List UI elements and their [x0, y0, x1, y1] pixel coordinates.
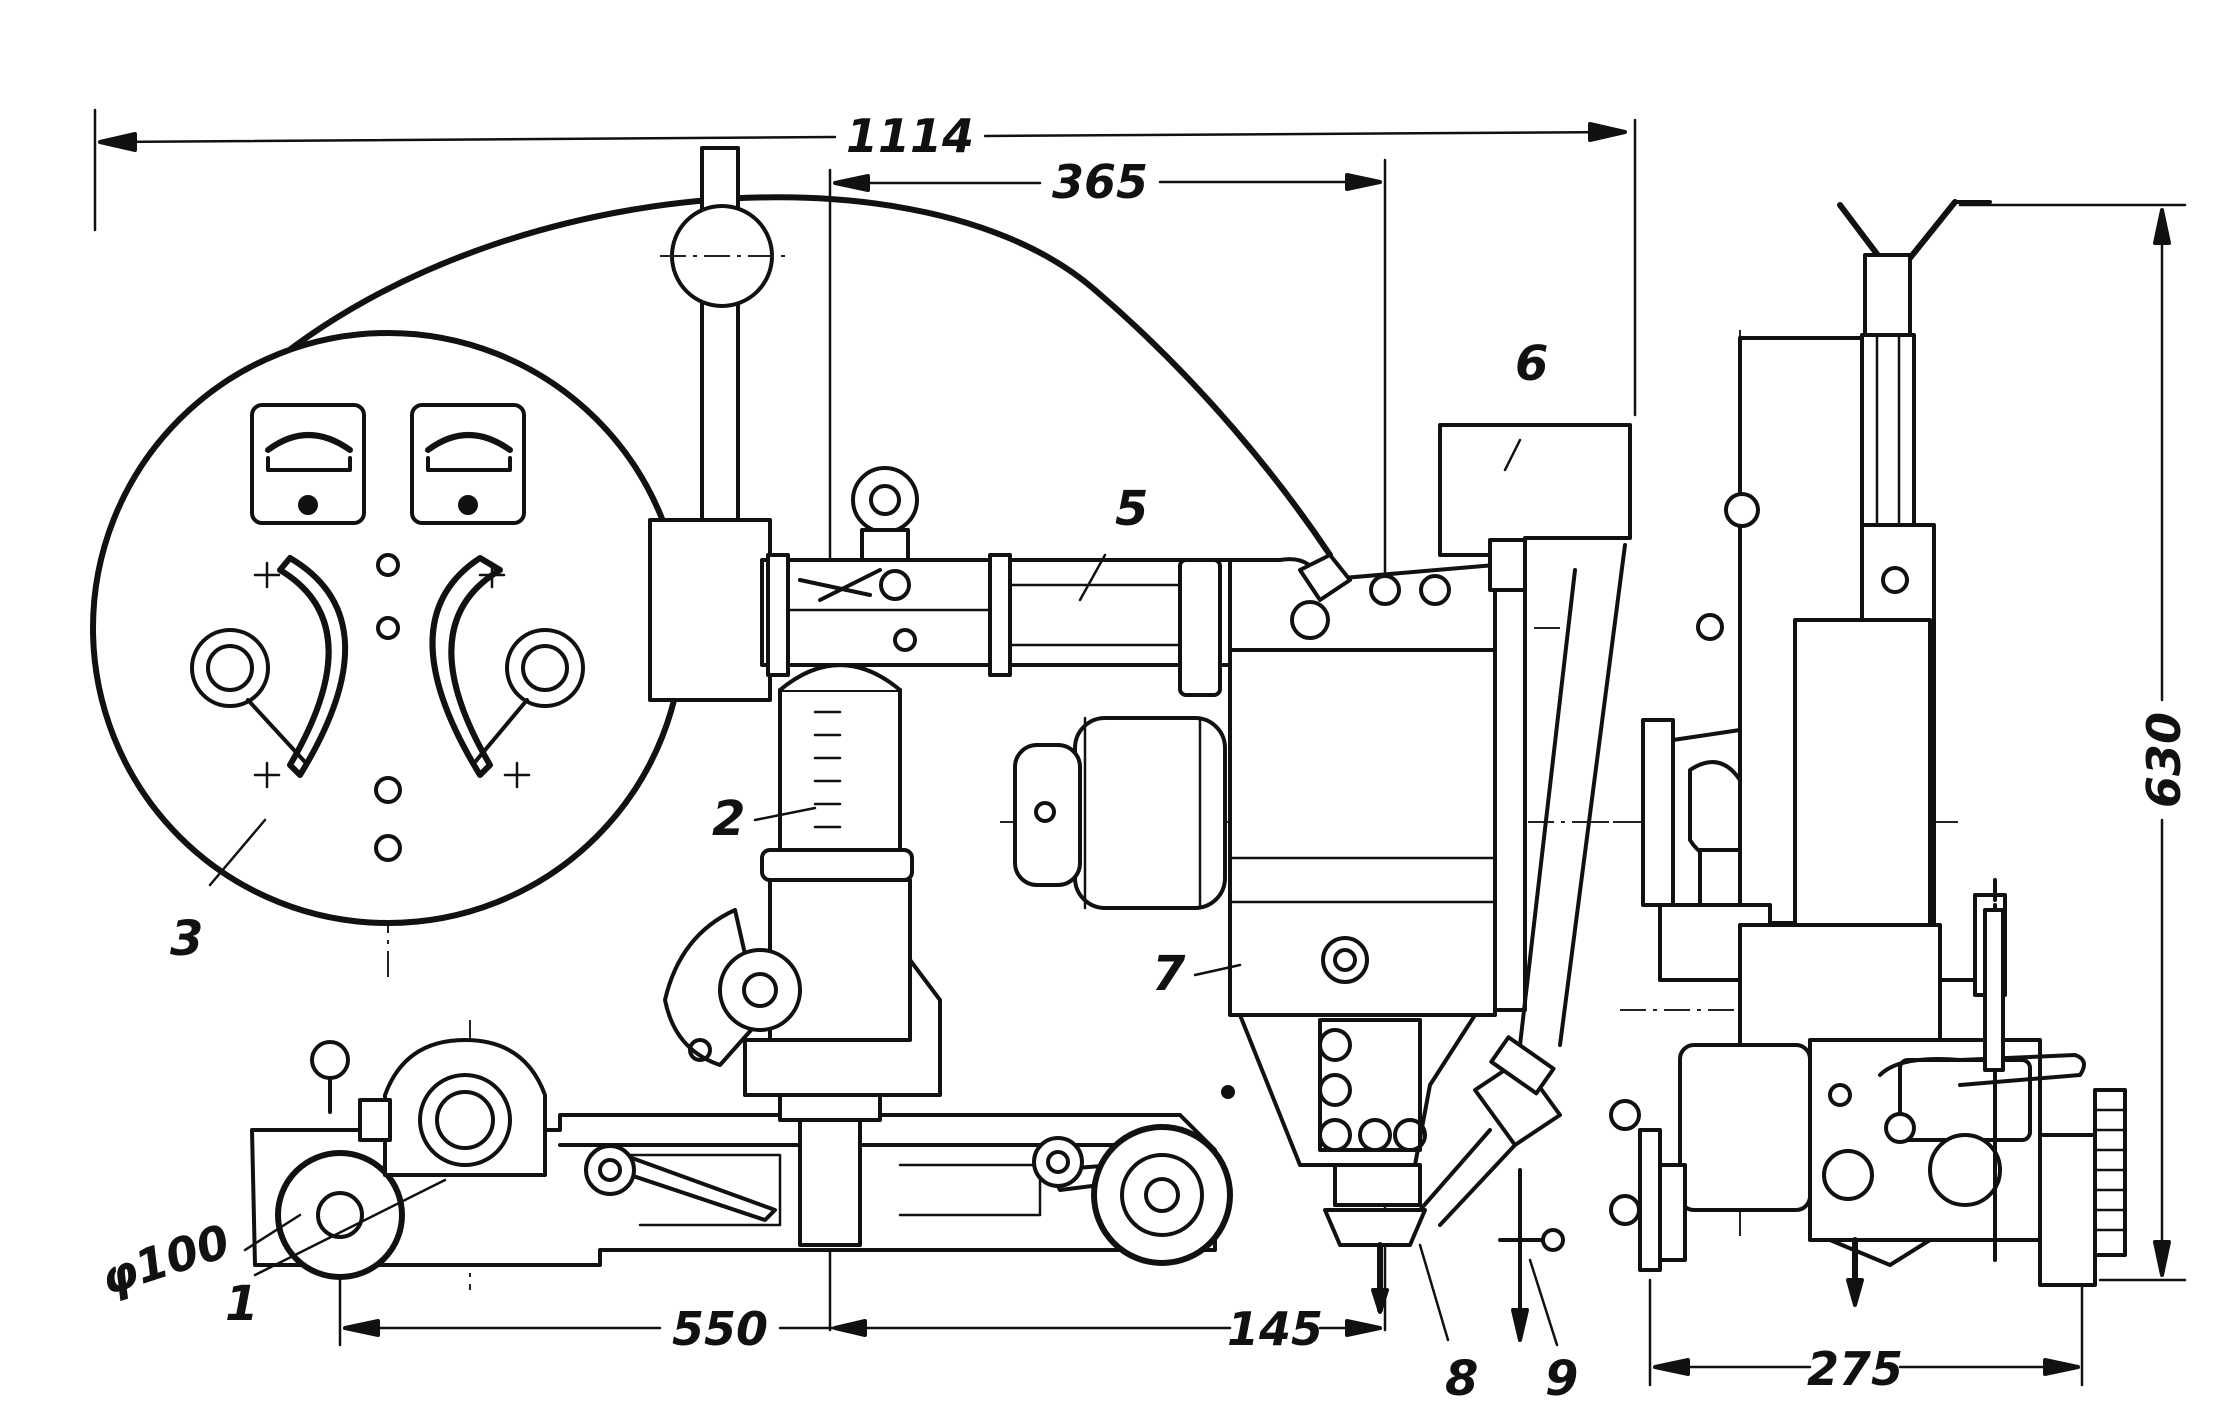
carriage	[250, 1038, 1235, 1280]
seam-pointer	[1498, 1168, 1565, 1342]
cable-bracket	[1438, 423, 1632, 1047]
side-view	[1609, 199, 2127, 1307]
part-label-5: 5	[1115, 481, 1148, 537]
part-label-9: 9	[1545, 1351, 1578, 1407]
part-label-1: 1	[225, 1276, 258, 1332]
part-label-7: 7	[1152, 946, 1186, 1002]
dim-wheel-diameter: φ100	[94, 1214, 236, 1306]
horizontal-beam	[760, 466, 1234, 697]
control-panel	[90, 146, 785, 926]
right-scale	[429, 555, 503, 778]
part-labels: 1 2 3 5 6 7 8 9	[170, 336, 1578, 1407]
bearing-housing	[310, 1038, 547, 1177]
right-adjust-knob	[473, 628, 585, 764]
part-label-3: 3	[170, 911, 203, 967]
voltmeter	[410, 403, 526, 525]
dim-height: 630	[2137, 712, 2191, 808]
left-scale	[277, 555, 349, 778]
cable-guard-arc	[167, 194, 1333, 558]
guide-roller	[1091, 1124, 1233, 1266]
drive-wheel	[253, 1150, 447, 1280]
left-adjust-knob	[190, 628, 307, 764]
leader-lines	[208, 438, 1559, 1347]
vertical-column	[663, 663, 942, 1097]
dim-wheelbase: 550	[672, 1302, 768, 1356]
dim-nozzle-offset: 145	[1227, 1302, 1323, 1356]
part-label-6: 6	[1515, 336, 1548, 392]
flux-pipe	[1418, 1035, 1562, 1227]
dim-overall-length: 1114	[846, 109, 974, 163]
welding-head	[1013, 553, 1527, 1314]
ammeter	[250, 403, 366, 525]
dim-head-offset: 365	[1052, 155, 1148, 209]
part-label-2: 2	[712, 791, 745, 847]
dim-side-width: 275	[1807, 1342, 1903, 1396]
part-label-8: 8	[1445, 1351, 1478, 1407]
